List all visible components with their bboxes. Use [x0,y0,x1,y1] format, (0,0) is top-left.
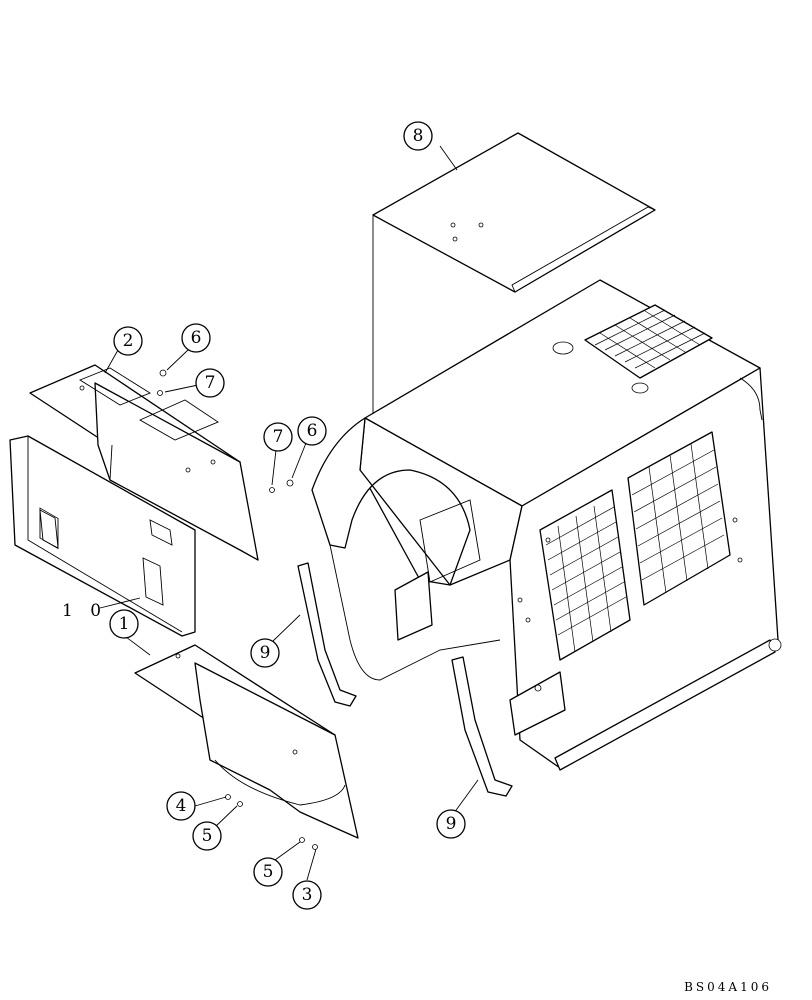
part-9-strap-left [297,562,357,707]
callout-5-upper: 5 [192,821,222,851]
part-9-strap-right [451,656,513,797]
svg-text:7: 7 [205,373,216,393]
side-grille-right [627,431,731,606]
svg-text:1: 1 [119,614,130,634]
callout-9-left: 9 [250,638,280,668]
part-8-top-cover [372,132,656,420]
callout-8: 8 [403,121,433,151]
drawing-code: BS04A106 [684,980,772,994]
svg-text:6: 6 [191,328,202,348]
svg-text:7: 7 [273,427,284,447]
callout-6-upper: 6 [181,323,211,353]
callout-3: 3 [292,880,322,910]
svg-text:5: 5 [202,826,213,846]
svg-text:3: 3 [302,885,313,905]
svg-text:8: 8 [413,126,424,146]
callout-7-upper: 7 [195,368,225,398]
part-2-upper-panel [29,364,259,561]
part-1-lower-panel [134,644,359,839]
callout-2: 2 [113,326,143,356]
callout-5-lower: 5 [253,857,283,887]
part-10-side-plate [9,435,196,637]
leader-lines [104,145,479,881]
hardware-bolts [157,369,318,850]
svg-text:9: 9 [260,643,271,663]
side-grille-left [539,489,631,661]
svg-text:5: 5 [263,862,274,882]
callout-7-lower: 7 [263,422,293,452]
svg-text:4: 4 [176,796,187,816]
part-hood-body [311,279,782,771]
callout-4: 4 [166,791,196,821]
top-vent-grille [584,304,713,379]
callout-6-lower: 6 [297,416,327,446]
svg-text:9: 9 [446,814,457,834]
callout-9-right: 9 [436,809,466,839]
svg-text:6: 6 [307,421,318,441]
callout-10-label: 1 0 [62,601,107,621]
callout-1: 1 [109,609,139,639]
svg-text:2: 2 [123,331,134,351]
